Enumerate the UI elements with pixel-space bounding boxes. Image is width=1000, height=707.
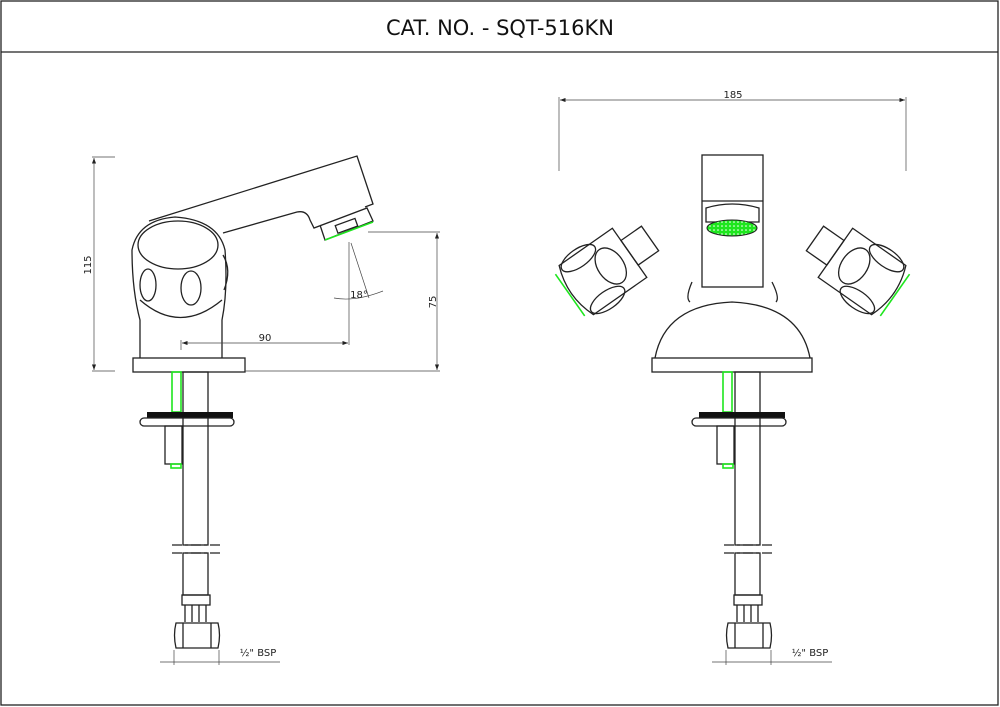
ferrule-ribs: [184, 605, 207, 622]
aerator-mesh: [706, 219, 758, 237]
dim-75-label: 75: [428, 296, 439, 309]
catalog-title: CAT. NO. - SQT-516KN: [386, 16, 614, 40]
backplate: [139, 417, 235, 427]
hex-nut: [725, 622, 773, 649]
angle-arc: [333, 290, 384, 300]
hex-nut: [173, 622, 221, 649]
braided-hose: [182, 552, 209, 596]
stud-end: [170, 463, 182, 469]
handle-lobe: [222, 254, 229, 291]
spout-front: [701, 154, 764, 288]
backplate: [691, 417, 787, 427]
dim-185-label: 185: [723, 90, 742, 101]
braided-hose: [182, 371, 209, 546]
bsp-label: ½" BSP: [792, 647, 829, 659]
angle-line: [350, 242, 370, 299]
aerator-side: [334, 217, 359, 235]
braided-hose: [734, 371, 761, 546]
handle-cap: [137, 220, 219, 270]
lock-nut: [716, 425, 735, 465]
aerator-outlet: [324, 221, 374, 241]
stud-end: [722, 463, 734, 469]
dim-angle-label: 18°: [350, 290, 368, 301]
ferrule: [181, 594, 211, 606]
handle-lobe: [180, 270, 202, 306]
washer: [699, 412, 785, 418]
handle-lower-curve: [139, 299, 223, 319]
aerator-housing: [705, 203, 760, 223]
handle-body: [131, 216, 227, 358]
bsp-label: ½" BSP: [240, 647, 277, 659]
neck: [687, 281, 778, 303]
dim-90-label: 90: [259, 333, 272, 344]
base-plate: [132, 357, 246, 373]
left-handle: [554, 225, 660, 317]
base-plate-front: [651, 357, 813, 373]
handle-lobe: [139, 268, 157, 302]
dome-body: [654, 301, 811, 359]
ferrule-ribs: [736, 605, 759, 622]
dim-115-label: 115: [83, 255, 94, 274]
washer: [147, 412, 233, 418]
lock-nut: [164, 425, 183, 465]
ferrule: [733, 594, 763, 606]
side-view: 115 75 90 18° ½" BSP: [83, 155, 440, 665]
front-view: 185 ½" BSP: [554, 90, 911, 665]
copper-tail: [722, 371, 733, 413]
braided-hose: [734, 552, 761, 596]
copper-tail: [171, 371, 182, 413]
right-handle: [805, 225, 911, 317]
spout: [148, 155, 374, 241]
